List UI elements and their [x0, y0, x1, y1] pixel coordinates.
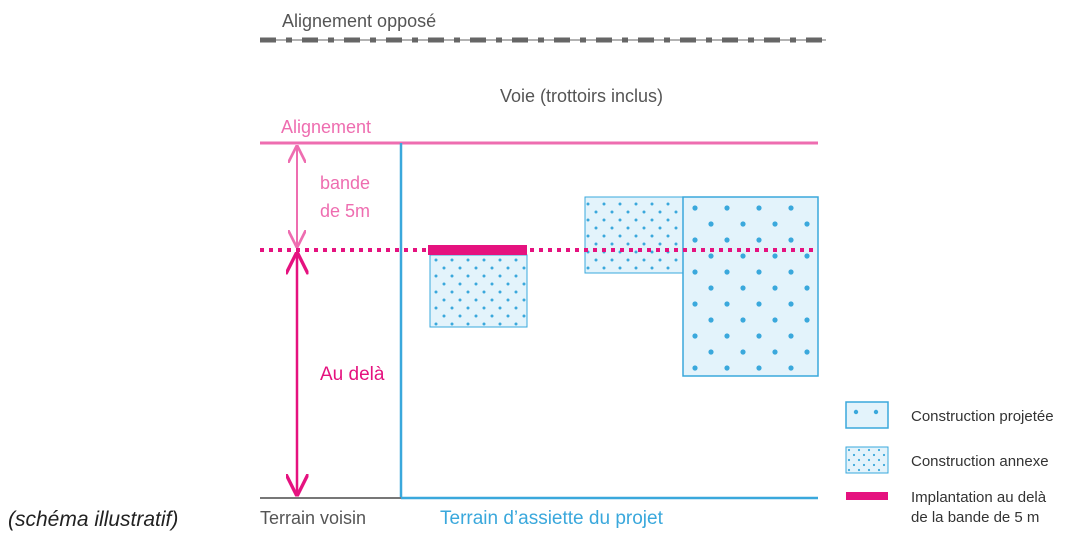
- alignement-label: Alignement: [281, 117, 371, 137]
- legend-label-annexe: Construction annexe: [911, 453, 1049, 470]
- terrain-assiette-label: Terrain d’assiette du projet: [440, 508, 664, 529]
- bande-label-line1: bande: [320, 173, 370, 193]
- annexe-construction-right: [584, 196, 684, 274]
- projected-construction: [682, 196, 819, 377]
- legend-label-implantation-line2: de la bande de 5 m: [911, 509, 1039, 526]
- legend-label-projetee: Construction projetée: [911, 408, 1054, 425]
- implantation-au-dela-bar: [428, 245, 527, 255]
- legend-swatch-implantation: [846, 492, 888, 500]
- terrain-voisin-label: Terrain voisin: [260, 508, 366, 528]
- legend: Construction projetée Construction annex…: [845, 401, 1054, 526]
- schema-note: (schéma illustratif): [8, 508, 178, 531]
- voie-label: Voie (trottoirs inclus): [500, 86, 663, 106]
- legend-swatch-projetee: [845, 401, 889, 429]
- alignement-oppose-label: Alignement opposé: [282, 11, 436, 31]
- legend-swatch-annexe: [845, 446, 889, 474]
- legend-label-implantation-line1: Implantation au delà: [911, 489, 1047, 506]
- au-dela-label: Au delà: [320, 364, 385, 385]
- bande-label-line2: de 5m: [320, 201, 370, 221]
- annexe-construction-left: [429, 254, 528, 328]
